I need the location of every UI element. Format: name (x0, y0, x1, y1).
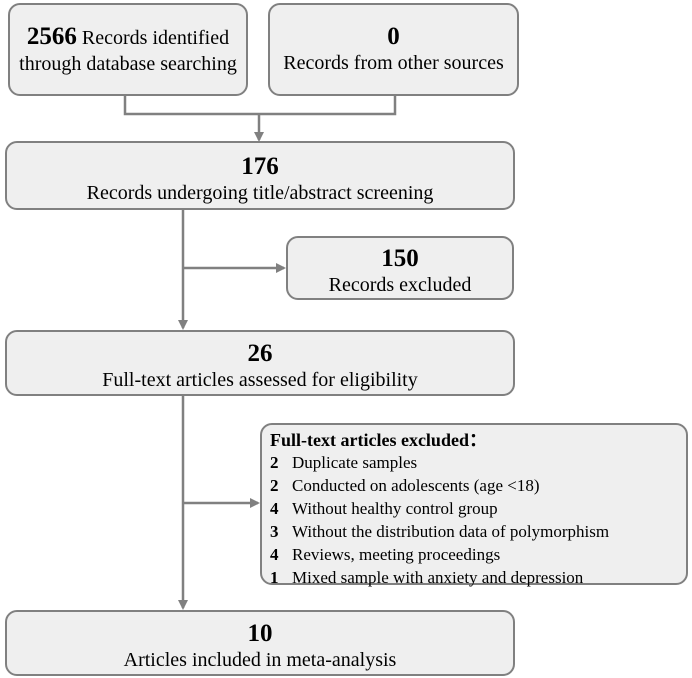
records-identified-count: 2566 (26, 23, 77, 50)
exclusion-reason-row: 4 Reviews, meeting proceedings (270, 543, 686, 566)
exclusion-count: 4 (270, 499, 279, 518)
exclusion-reason-row: 2 Conducted on adolescents (age <18) (270, 474, 686, 497)
exclusion-reason-row: 1 Mixed sample with anxiety and depressio… (270, 566, 686, 589)
screening-count: 176 (241, 153, 279, 180)
exclusion-count: 3 (270, 522, 279, 541)
exclusion-reason: Duplicate samples (292, 453, 418, 472)
exclusion-reason: Without the distribution data of polymor… (292, 522, 610, 541)
included-count: 10 (247, 620, 273, 647)
exclusion-count: 4 (270, 545, 279, 564)
exclusion-count: 2 (270, 453, 279, 472)
exclusion-reason: Without healthy control group (292, 499, 498, 518)
records-excluded-count: 150 (381, 245, 419, 272)
fulltext-excluded-title: Full-text articles excluded： (270, 430, 487, 450)
other-sources-box: 0 Records from other sources (268, 3, 519, 96)
records-excluded-box: 150 Records excluded (286, 236, 514, 300)
exclusion-reason: Mixed sample with anxiety and depression (292, 568, 584, 587)
exclusion-reason-row: 3 Without the distribution data of polymo… (270, 520, 686, 543)
fulltext-count: 26 (247, 340, 273, 367)
exclusion-count: 2 (270, 476, 279, 495)
included-box: 10 Articles included in meta-analysis (5, 610, 515, 676)
records-excluded-label: Records excluded (328, 274, 472, 296)
exclusion-reason-row: 4 Without healthy control group (270, 497, 686, 520)
exclusion-reason-row: 2 Duplicate samples (270, 451, 686, 474)
exclusion-reason: Reviews, meeting proceedings (292, 545, 501, 564)
other-sources-count: 0 (387, 23, 400, 50)
included-label: Articles included in meta-analysis (123, 649, 397, 671)
fulltext-label: Full-text articles assessed for eligibil… (102, 369, 418, 391)
records-identified-label-1: Records identified (81, 27, 230, 49)
records-identified-label-2: through database searching (19, 53, 237, 75)
merge-connector (123, 96, 397, 116)
exclusion-count: 1 (270, 568, 279, 587)
fulltext-box: 26 Full-text articles assessed for eligi… (5, 330, 515, 396)
screening-label: Records undergoing title/abstract screen… (86, 182, 434, 204)
records-identified-box: 2566 Records identified through database… (8, 3, 248, 96)
fulltext-excluded-box: Full-text articles excluded： 2 Duplicate … (260, 423, 688, 587)
other-sources-label: Records from other sources (283, 52, 504, 74)
screening-box: 176 Records undergoing title/abstract sc… (5, 141, 515, 210)
exclusion-reason: Conducted on adolescents (age <18) (292, 476, 540, 495)
